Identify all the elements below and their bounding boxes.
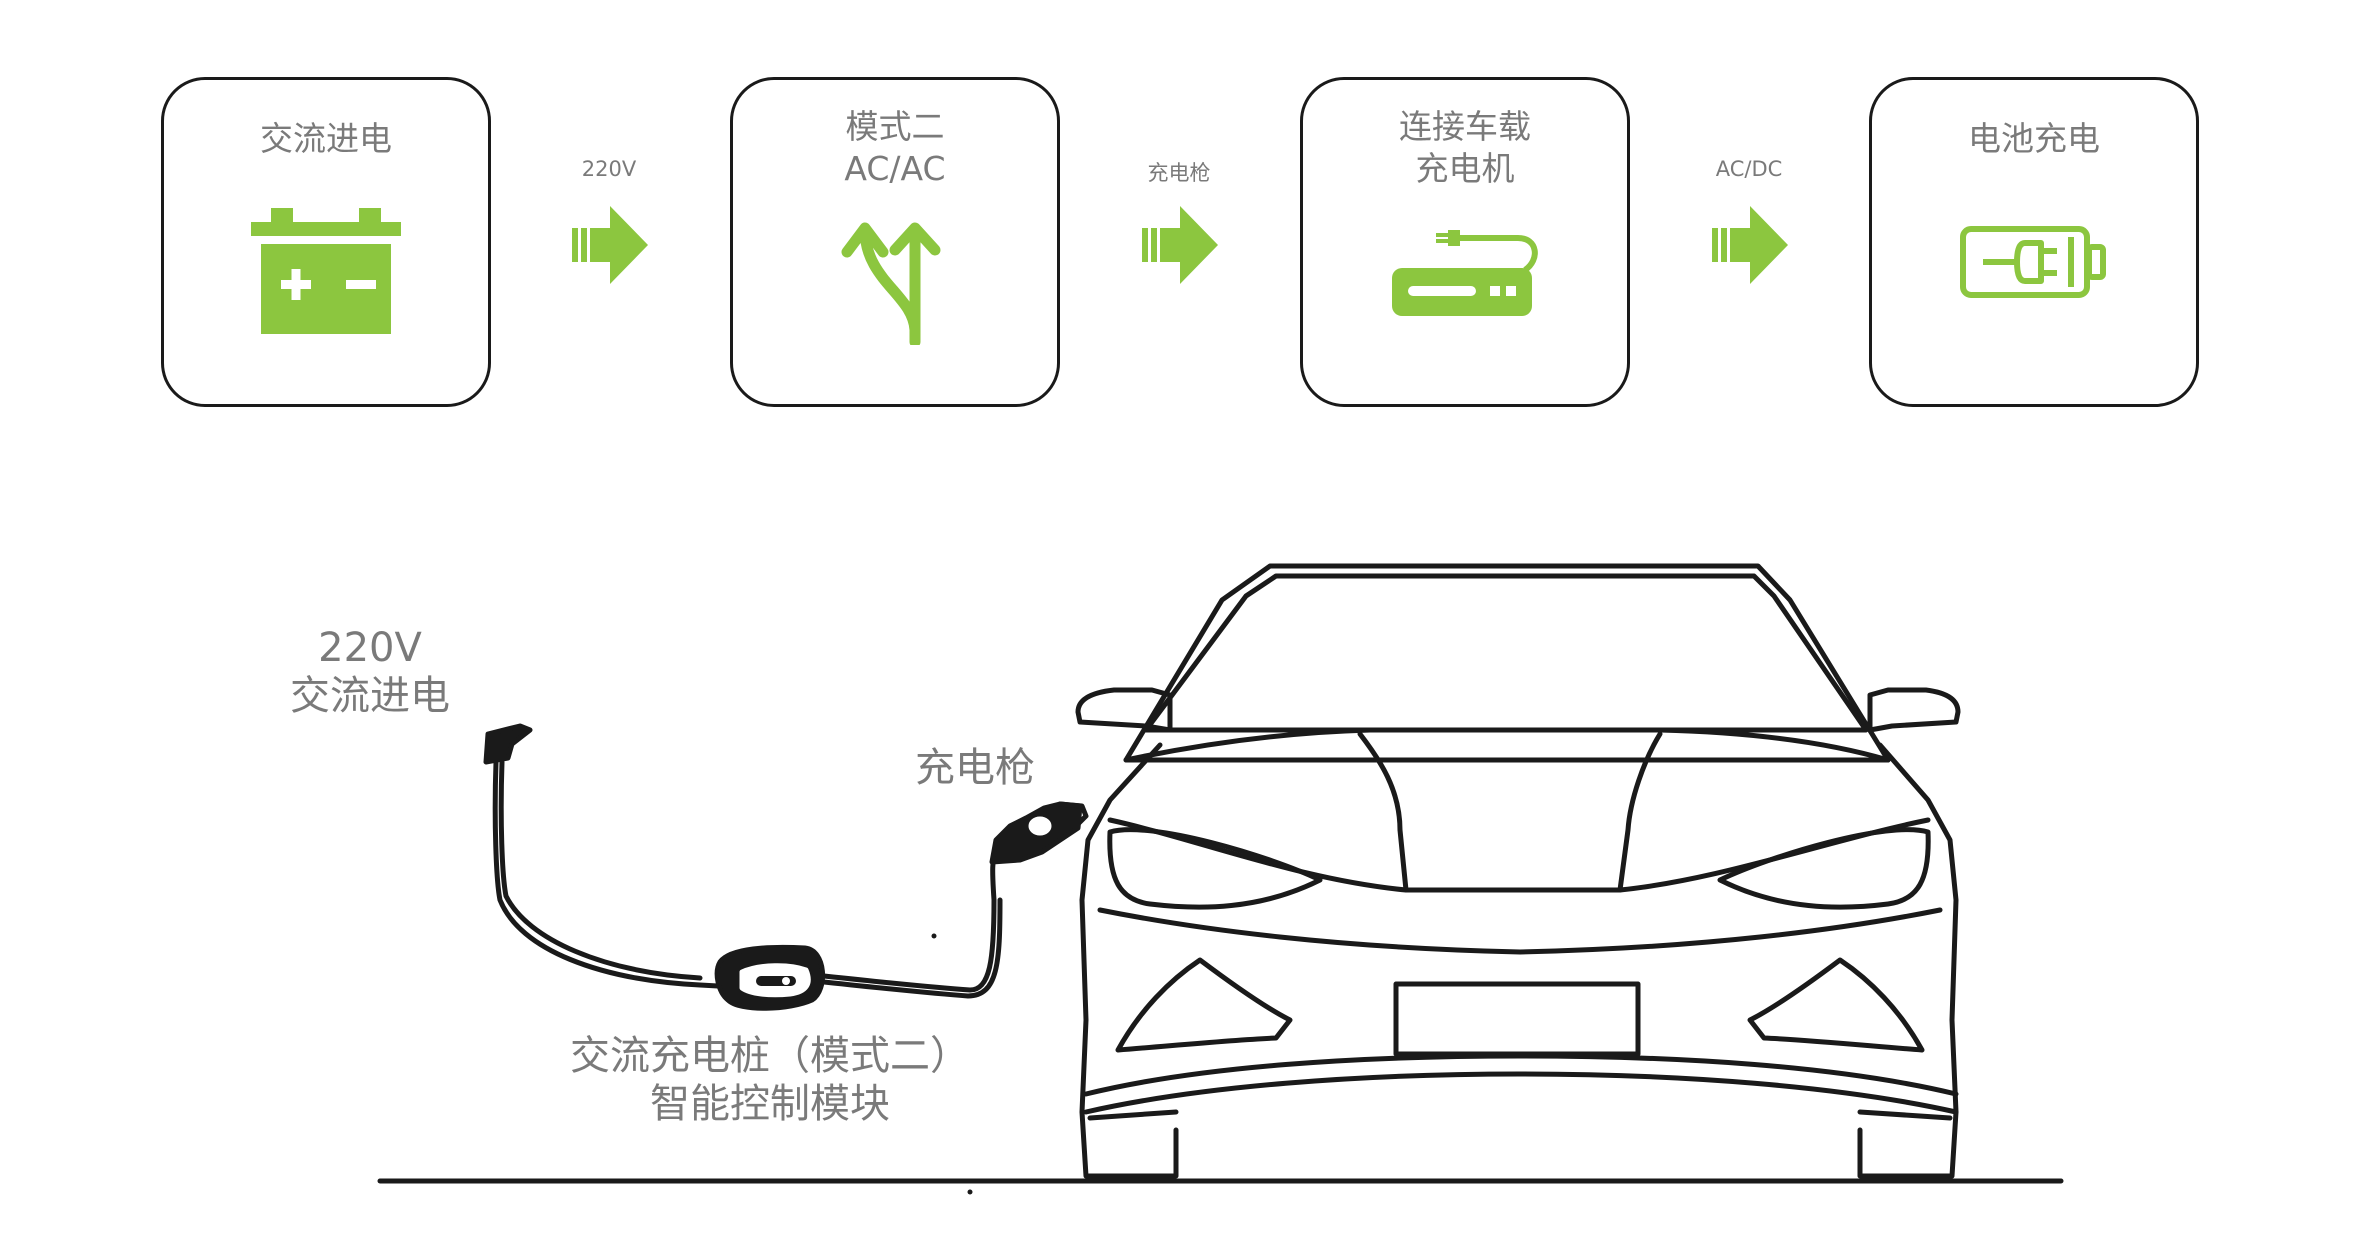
step-mode-two: 模式二 AC/AC [730, 77, 1060, 407]
wall-plug-icon [483, 723, 533, 765]
source-label: 220V 交流进电 [290, 625, 450, 719]
car-battery-icon [251, 208, 401, 334]
split-arrows-icon [841, 222, 941, 345]
right-arrow-icon [1712, 206, 1788, 284]
right-arrow-icon [572, 206, 648, 284]
control-module-icon [714, 944, 826, 1011]
step-title: 连接车载 充电机 [1399, 107, 1531, 188]
control-box-label: 交流充电桩（模式二） 智能控制模块 [570, 1033, 970, 1127]
step-title: 模式二 AC/AC [844, 107, 946, 188]
dot [967, 1189, 973, 1195]
arrow-label: 220V [581, 157, 637, 181]
charging-cable [492, 759, 721, 989]
step-title: 电池充电 [1968, 119, 2100, 158]
step-title: 交流进电 [260, 119, 392, 158]
charging-gun-icon [989, 801, 1089, 865]
step-ac-input: 交流进电 [161, 77, 491, 407]
power-bank-plug-icon [1392, 230, 1538, 316]
dot [931, 933, 937, 939]
right-arrow-icon [1142, 206, 1218, 284]
car-outline [1075, 563, 1961, 1179]
step-onboard-charger: 连接车载 充电机 [1300, 77, 1630, 407]
battery-charging-plug-icon [1960, 226, 2106, 298]
gun-label: 充电枪 [915, 745, 1035, 791]
step-battery-charging: 电池充电 [1869, 77, 2199, 407]
arrow-label: AC/DC [1715, 157, 1783, 181]
arrow-label: 充电枪 [1147, 161, 1211, 185]
